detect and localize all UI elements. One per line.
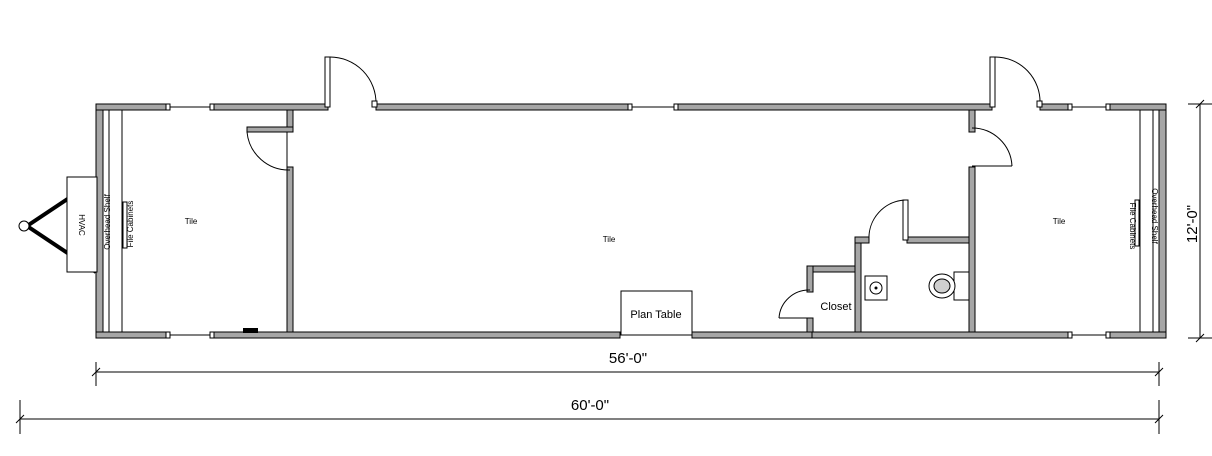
right-shelving (1134, 110, 1154, 332)
sink-icon (864, 275, 888, 301)
top-wall-segment-3 (375, 103, 629, 111)
plan-table-label: Plan Table (630, 309, 681, 321)
dimension-width (1188, 99, 1212, 343)
bottom-wall-segment-5 (1109, 331, 1167, 339)
top-wall-segment-6 (1109, 103, 1167, 111)
hvac-label: HVAC (77, 214, 86, 236)
floor-marker (243, 328, 258, 333)
closet-left-wall-lower (806, 317, 814, 333)
window-top-right (1067, 103, 1111, 111)
left-partition-lower (286, 166, 294, 333)
closet-top-wall (806, 265, 856, 273)
interior-walls (246, 109, 976, 333)
restroom-top-jamb (854, 236, 870, 244)
file-cabinets-right-label: File Cabinets (1128, 203, 1137, 250)
top-wall-segment-2 (213, 103, 329, 111)
overhead-shelf-left-label: Overhead Shelf (103, 193, 112, 249)
window-top-center (627, 103, 679, 111)
room-label-tile-center: Tile (603, 235, 616, 244)
bottom-wall-segment-1 (95, 331, 167, 339)
window-bottom-right (1067, 331, 1111, 339)
top-wall-segment-1 (95, 103, 167, 111)
restroom-left-wall (854, 236, 862, 333)
top-wall-segment-4 (677, 103, 993, 111)
room-label-closet: Closet (820, 301, 851, 313)
dimension-label-56ft: 56'-0" (609, 350, 647, 367)
closet-left-wall-upper (806, 265, 814, 293)
room-label-tile-left: Tile (185, 217, 198, 226)
interior-door-closet (778, 289, 811, 319)
windows (165, 103, 1111, 339)
left-shelving (108, 110, 128, 332)
left-partition-jamb (246, 126, 294, 133)
dimension-label-12ft: 12'-0" (1184, 205, 1201, 243)
dimension-label-60ft: 60'-0" (571, 397, 609, 414)
window-top-left (165, 103, 215, 111)
interior-door-right-office (971, 127, 1013, 167)
bottom-wall-segment-3 (691, 331, 813, 339)
window-bottom-left (165, 331, 215, 339)
bottom-wall-segment-4 (811, 331, 1069, 339)
bottom-wall-segment-2 (213, 331, 621, 339)
hvac-unit (66, 176, 98, 273)
interior-door-restroom (868, 199, 909, 241)
exterior-door-left (324, 56, 378, 108)
exterior-door-right (989, 56, 1043, 108)
right-exterior-wall (1158, 103, 1167, 339)
plan-table (620, 290, 693, 336)
overhead-shelf-right-label: Overhead Shelf (1150, 188, 1159, 244)
right-partition-upper (968, 109, 976, 133)
room-label-tile-right: Tile (1053, 217, 1066, 226)
exterior-walls (95, 103, 1167, 339)
dimension-overall-length (15, 400, 1164, 434)
dimension-interior-length (91, 362, 1164, 386)
interior-door-left-office (246, 131, 291, 171)
file-cabinets-left-label: File Cabinets (126, 201, 135, 248)
toilet-icon (928, 271, 970, 301)
restroom-top-wall (906, 236, 970, 244)
top-wall-segment-5 (1039, 103, 1069, 111)
right-partition-lower (968, 166, 976, 333)
